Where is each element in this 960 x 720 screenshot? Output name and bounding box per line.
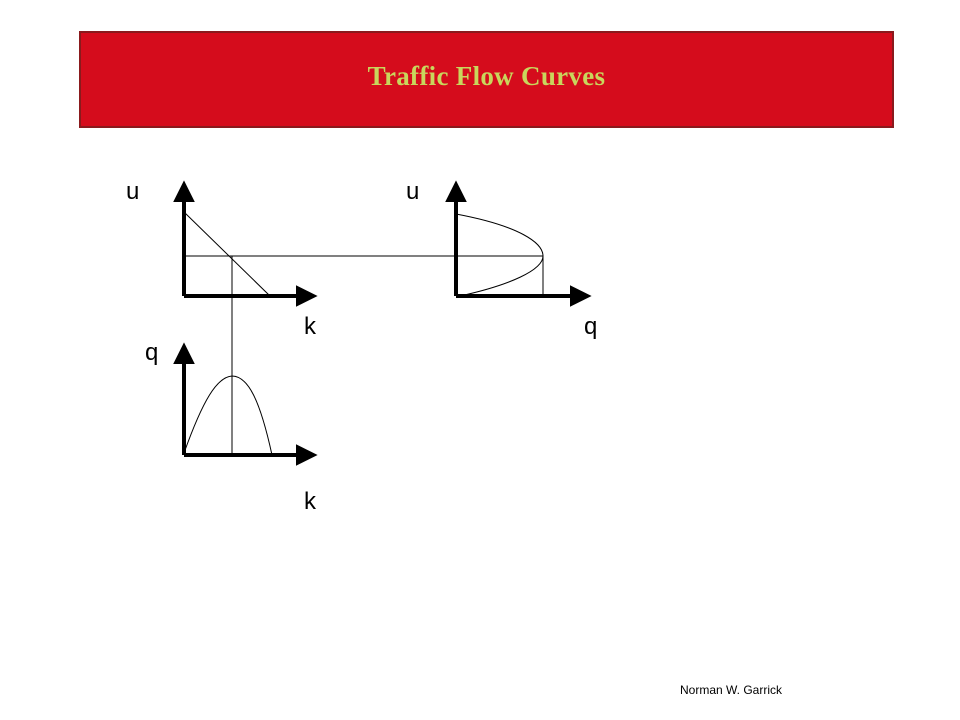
speed-density-curve <box>183 211 271 297</box>
slide-title: Traffic Flow Curves <box>367 61 606 91</box>
speed-density-y-label: u <box>126 178 139 205</box>
speed-flow-panel: u q <box>406 178 597 340</box>
flow-density-y-label: q <box>145 339 158 366</box>
speed-flow-curve <box>455 213 544 297</box>
title-banner: Traffic Flow Curves <box>79 31 894 128</box>
flow-density-curve <box>183 375 273 456</box>
speed-flow-x-label: q <box>584 313 597 340</box>
speed-density-panel: u k <box>126 178 318 340</box>
speed-density-x-label: k <box>304 313 317 340</box>
flow-density-panel: q k <box>145 339 318 515</box>
flow-density-x-label: k <box>304 488 317 515</box>
speed-flow-y-label: u <box>406 178 419 205</box>
author-credit: Norman W. Garrick <box>680 683 783 697</box>
